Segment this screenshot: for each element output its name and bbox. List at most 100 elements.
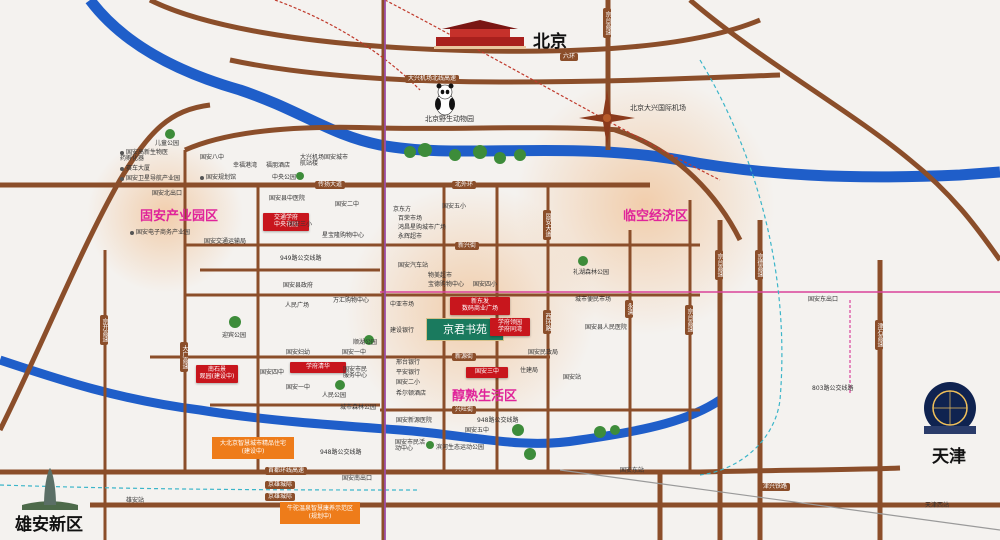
poi: 国安二中 xyxy=(335,201,360,208)
poi: 国安一中 xyxy=(286,384,311,391)
road-airport-line: 大兴机场北线高速 xyxy=(405,75,460,83)
red-box-4-line2: 学府同湾 xyxy=(497,325,522,333)
road-chuanyang: 传扬大道 xyxy=(315,181,346,189)
poi: 中央公园 xyxy=(272,174,297,181)
poi: 948路公交线路 xyxy=(320,449,362,456)
poi: 邢台银行 xyxy=(396,359,421,366)
red-box-3-line1: 南石景 xyxy=(207,366,226,373)
poi: 国安站 xyxy=(563,374,582,381)
vroad-jingtai-2: 京台高速 xyxy=(685,305,693,335)
poi: 948路公交线路 xyxy=(477,417,519,424)
airport-icon xyxy=(579,90,635,146)
zone-industrial-park: 固安产业园区 xyxy=(140,209,219,224)
road-xingwang: 兴旺街 xyxy=(452,406,477,414)
poi: 国安东出口 xyxy=(808,296,839,303)
sixth-ring xyxy=(148,0,761,54)
red-box-5-line1: 国安三中 xyxy=(474,368,499,375)
red-box-6[interactable]: 新东发 数码商业广场 xyxy=(450,297,510,315)
zone-mature-living: 醇熟生活区 xyxy=(452,389,518,404)
poi: 国安交通运输局 xyxy=(204,238,247,245)
poi: 礼湖森林公园 xyxy=(573,269,610,276)
panda-icon xyxy=(435,83,455,116)
poi: 建设银行 xyxy=(390,327,415,334)
red-box-1-line1: 交通学府 xyxy=(273,214,298,221)
project-name: 京君书苑 xyxy=(443,323,487,336)
poi: 国安电子商务产业园 xyxy=(130,230,190,236)
poi: 中亚市场 xyxy=(390,301,415,308)
trees-group xyxy=(165,129,620,460)
poi: 滨河生态运动公园 xyxy=(436,444,485,451)
poi: 赛车大厦 xyxy=(120,166,150,172)
red-box-5[interactable]: 国安三中 xyxy=(466,367,508,378)
poi: 国安新源医院 xyxy=(396,417,433,424)
poi: 国安一中 xyxy=(342,349,367,356)
poi: 人民广场 xyxy=(285,302,310,309)
red-box-2-line1: 学府清华 xyxy=(305,363,330,370)
landmark-airport: 北京大兴国际机场 xyxy=(630,104,686,112)
road-sixth-ring: 六环 xyxy=(560,53,579,61)
red-box-1-line2: 中央花园 xyxy=(273,220,298,228)
poi: 城市森林公园 xyxy=(340,404,377,411)
project-box[interactable]: 京君书苑 xyxy=(426,318,504,342)
airport-north-line xyxy=(229,57,781,85)
road-north-ring: 北外环 xyxy=(452,181,477,189)
poi: 永辉超市 xyxy=(398,233,423,240)
poi: 国安五小 xyxy=(442,203,467,210)
ring-inner-north xyxy=(183,124,621,153)
orange-box-1[interactable]: 大北京智慧城市精品住宅 (建设中) xyxy=(212,437,294,459)
poi: 803路公交线路 xyxy=(812,385,854,392)
poi: 宝德购物中心 xyxy=(428,281,465,288)
poi: 国安南出口 xyxy=(342,475,373,482)
ring-road-outer-east xyxy=(688,0,1000,262)
red-box-4[interactable]: 学府领园 学府同湾 xyxy=(490,318,530,336)
poi: 大兴机场固安城市航站楼 xyxy=(300,154,349,167)
city-beijing: 北京 xyxy=(533,32,567,52)
vroad-gu-road: 固安大道 xyxy=(543,210,551,240)
poi: 星宝隆购物中心 xyxy=(322,232,365,239)
red-box-3[interactable]: 南石景 观园(建设中) xyxy=(196,365,238,383)
rail-jingxiong xyxy=(0,484,421,491)
vroad-yongqing: 永清 xyxy=(625,300,633,318)
poi: 国安北出口 xyxy=(152,190,183,197)
poi: 国安二小 xyxy=(396,379,421,386)
poi: 国安县政府 xyxy=(283,282,314,289)
poi: 国安市民活动中心 xyxy=(395,439,426,452)
poi: 希尔顿酒店 xyxy=(396,390,427,397)
ring-road-outer-west xyxy=(0,102,211,432)
vroad-e1: 京台高速 xyxy=(715,250,723,280)
orange-box-2[interactable]: 牛驼温泉智慧康养示范区 (规划中) xyxy=(280,502,360,524)
red-box-2[interactable]: 学府清华 xyxy=(290,362,346,373)
zone-glow-industrial xyxy=(87,137,243,293)
red-box-4-line1: 学府领园 xyxy=(497,319,522,326)
red-box-1[interactable]: 交通学府 中央花园 xyxy=(263,213,309,231)
shoudu-ring-expwy xyxy=(0,465,901,475)
poi: 国安妇幼 xyxy=(286,349,311,356)
poi: 949路公交线路 xyxy=(280,255,322,262)
zone-airport-economy: 临空经济区 xyxy=(623,209,689,224)
road-xinglong: 新兴街 xyxy=(455,242,480,250)
poi: 国安规划馆 xyxy=(200,175,236,181)
orange-box-2-line1: 牛驼温泉智慧康养示范区 xyxy=(286,505,353,512)
red-box-6-line1: 新东发 xyxy=(470,298,489,305)
poi: 人民公园 xyxy=(322,392,347,399)
poi: 天津西站 xyxy=(925,502,950,509)
poi: 国安八中 xyxy=(200,154,225,161)
poi: 京东方 xyxy=(393,206,412,213)
tianjin-eye-icon xyxy=(924,382,976,434)
city-tianjin: 天津 xyxy=(932,447,966,467)
tiananmen-icon xyxy=(434,20,526,49)
poi: 住建局 xyxy=(520,367,539,374)
poi: 城市便民市场 xyxy=(575,296,612,303)
vroad-ring-west: 西环路 xyxy=(543,310,551,334)
river-south xyxy=(0,355,723,448)
landmark-panda: 北京野生动物园 xyxy=(425,115,474,123)
poi: 国安市民服务中心 xyxy=(343,366,368,379)
poi: 国安民政局 xyxy=(528,349,559,356)
poi: 国安汽车站 xyxy=(398,262,429,269)
ring-inner-curve-e xyxy=(614,127,743,242)
road-xinyuan: 新源街 xyxy=(452,353,477,361)
vroad-jingtai: 京台高速 xyxy=(603,8,611,38)
red-box-6-line2: 数码商业广场 xyxy=(461,304,498,312)
